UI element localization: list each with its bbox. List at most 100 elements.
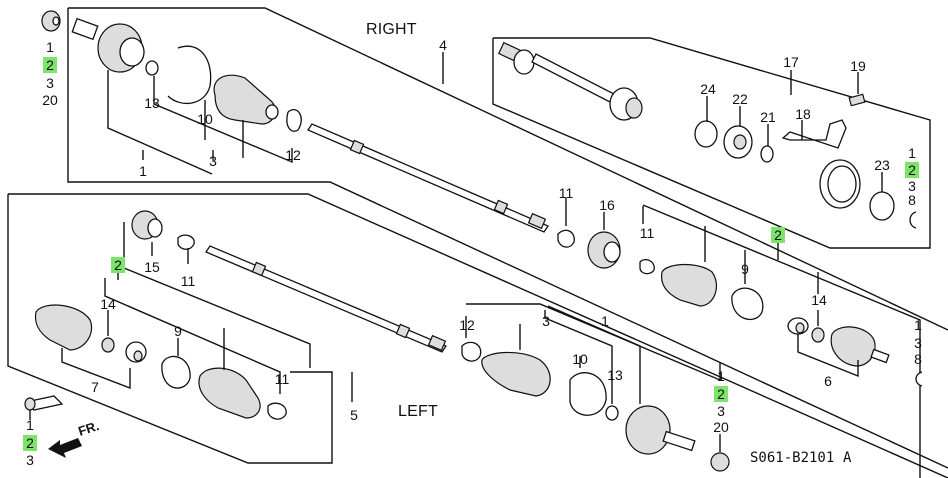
callout: 12	[285, 147, 301, 163]
right-outer-boot	[213, 74, 279, 125]
callout: 20	[713, 419, 729, 435]
left-outer-cv-joint	[625, 405, 696, 455]
leader-lo-3	[544, 310, 613, 404]
callout-highlighted[interactable]: 2	[908, 162, 916, 178]
left-inner-boot	[198, 367, 261, 419]
highlight-box	[771, 227, 785, 243]
callout: 8	[914, 351, 922, 367]
left-outer-boot-band-10	[569, 372, 607, 416]
highlight-box	[714, 386, 728, 402]
callout: 8	[908, 192, 916, 208]
callout: 13	[607, 367, 623, 383]
front-direction-arrow: FR.	[48, 418, 101, 458]
right-inner-joint-housing	[830, 326, 890, 367]
left-assembly-frame	[7, 193, 948, 478]
callout: 3	[717, 403, 725, 419]
callout: 10	[197, 111, 213, 127]
callout-highlighted[interactable]: 2	[774, 227, 782, 243]
left-inner-boot-band-9	[161, 355, 191, 389]
callout-highlighted[interactable]: 2	[26, 435, 34, 451]
callout-stack-right-inner: 1 3 8	[914, 317, 922, 367]
callout: 11	[559, 185, 574, 201]
callout-stack-bottom-right: 1 2 3 20	[713, 368, 729, 435]
right-inner-joint-frame	[642, 204, 921, 478]
callout: 3	[908, 178, 916, 194]
left-inner-dynamic-damper-15	[131, 210, 163, 240]
intermediate-shaft-frame	[492, 37, 931, 249]
callout: 11	[640, 225, 655, 241]
leader-r-6	[797, 334, 859, 378]
leader-l-2b	[104, 278, 281, 394]
right-inner-boot-band-11b	[639, 258, 655, 275]
left-outer-circlip-13	[605, 405, 619, 421]
right-inner-spider-6	[787, 317, 809, 335]
left-outer-nut	[710, 452, 730, 472]
left-inner-clip-part	[24, 395, 64, 411]
front-label: FR.	[76, 418, 101, 439]
left-inner-boot-band-11a	[177, 234, 195, 250]
left-inner-spider	[125, 341, 147, 363]
drawing-revision: A	[843, 450, 852, 466]
intermediate-dust-seal-23	[869, 191, 895, 221]
left-inner-boot-band-11b	[267, 402, 287, 420]
right-assembly-frame	[67, 7, 948, 469]
callout: 19	[850, 58, 866, 74]
callout-highlighted[interactable]: 2	[114, 257, 122, 273]
callout: 11	[275, 371, 290, 387]
leader-lo-1	[547, 305, 641, 404]
leader-right-1	[107, 70, 213, 175]
callout: 3	[46, 75, 54, 91]
right-inner-dynamic-damper-16	[587, 231, 621, 269]
left-outer-boot-band-12	[461, 341, 482, 362]
callout: 17	[783, 54, 799, 70]
callout-highlighted[interactable]: 2	[717, 386, 725, 402]
right-outer-boot-band	[167, 45, 212, 105]
callout: 1	[46, 39, 54, 55]
highlight-box	[905, 162, 919, 178]
highlight-box	[23, 435, 37, 451]
callout: 14	[811, 292, 827, 308]
right-outer-boot-band-small	[286, 109, 302, 132]
callout: 6	[824, 373, 832, 389]
leader-l-2a	[123, 222, 311, 368]
intermediate-circlip-21	[760, 145, 774, 163]
callout: 18	[795, 106, 811, 122]
leader-l-7	[61, 348, 131, 390]
callout: 3	[26, 452, 34, 468]
right-inner-set-ring-8	[915, 371, 923, 387]
right-inner-boot-band-9	[731, 287, 764, 321]
left-side-title: LEFT	[398, 403, 438, 420]
callout: 22	[732, 91, 748, 107]
intermediate-bolt-19	[848, 93, 866, 107]
intermediate-snap-ring-24	[694, 120, 718, 148]
callout: 3	[209, 153, 217, 169]
callout: 15	[144, 259, 160, 275]
right-inner-boot	[660, 263, 717, 307]
left-shaft	[205, 245, 447, 353]
callout: 1	[914, 317, 922, 333]
right-outer-circlip	[145, 60, 159, 76]
right-outer-nut	[41, 10, 61, 32]
callout: 21	[760, 109, 776, 125]
intermediate-bracket-18	[781, 119, 861, 209]
callout-highlighted[interactable]: 2	[46, 57, 54, 73]
callout: 5	[350, 407, 358, 423]
callout: 1	[908, 145, 916, 161]
callout: 1	[717, 368, 725, 384]
callout: 3	[542, 313, 550, 329]
callout: 3	[914, 335, 922, 351]
callout: 9	[174, 323, 182, 339]
callout: 10	[572, 351, 588, 367]
drawing-code: S061-B2101	[750, 450, 834, 466]
callout: 23	[874, 157, 890, 173]
right-inner-boot-band-11	[557, 229, 575, 248]
callout: 24	[700, 81, 716, 97]
callout-stack-top-left: 1 2 3 20	[42, 39, 58, 108]
right-halfshaft	[307, 123, 549, 233]
callout: 7	[91, 379, 99, 395]
highlight-box	[111, 257, 125, 273]
callout: 1	[601, 313, 609, 329]
highlight-box	[43, 57, 57, 73]
arrow-left-icon	[48, 438, 82, 458]
